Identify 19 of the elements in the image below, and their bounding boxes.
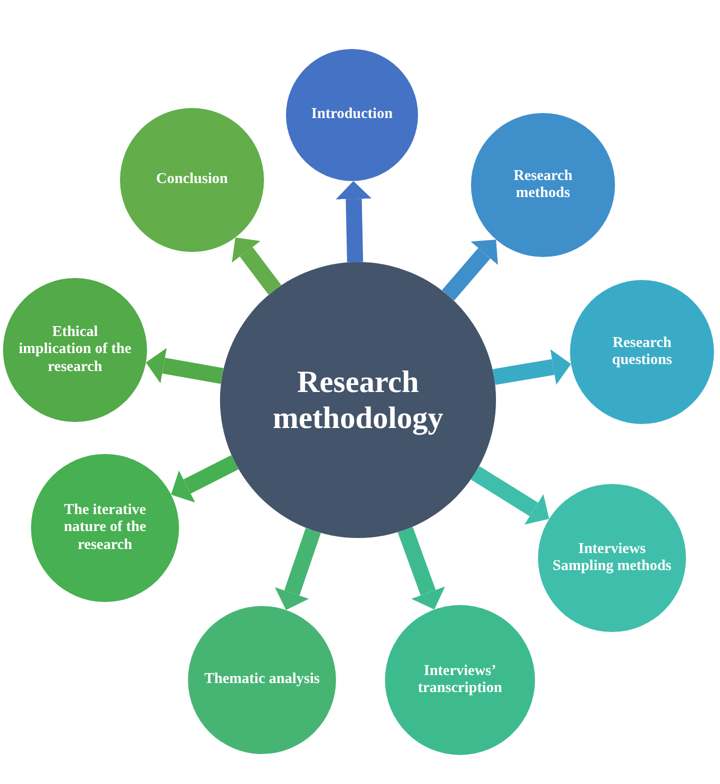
block-arrow <box>398 526 446 610</box>
central-title: Research methodology <box>272 364 444 436</box>
topic-label: Ethical implication of the research <box>18 324 132 376</box>
topic-label: Research questions <box>610 334 674 370</box>
topic-label: Conclusion <box>156 171 228 189</box>
block-arrow <box>232 237 282 295</box>
topic-label: Interviews Sampling methods <box>552 540 672 576</box>
topic-label: Introduction <box>311 106 393 124</box>
block-arrow <box>442 240 498 301</box>
block-arrow <box>492 349 571 385</box>
block-arrow <box>274 528 321 610</box>
topic-label: Research methods <box>512 168 574 202</box>
block-arrow <box>146 348 224 384</box>
block-arrow <box>171 455 238 503</box>
block-arrow <box>336 180 372 262</box>
topic-label: The iterative nature of the research <box>62 502 148 554</box>
topic-label: Interviews’ transcription <box>416 662 504 698</box>
topic-label: Thematic analysis <box>204 671 320 689</box>
block-arrow <box>470 466 550 525</box>
